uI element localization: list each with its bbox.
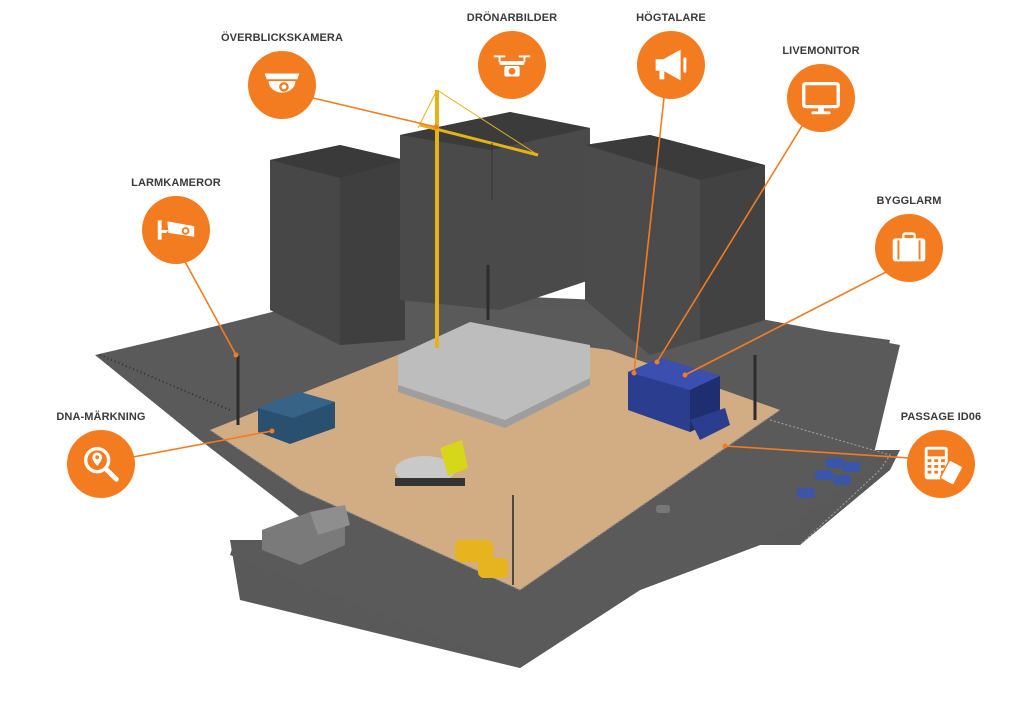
dome-camera-icon (264, 73, 300, 93)
callout-circle-larmkameror (142, 196, 210, 264)
callout-circle-bygglarm (875, 214, 943, 282)
callout-livemonitor: LIVEMONITOR (746, 45, 896, 132)
line-dna-markning (132, 430, 273, 458)
callout-hogtalare: HÖGTALARE (596, 12, 746, 99)
callout-label-passage-id06: PASSAGE ID06 (900, 411, 982, 423)
tower-crane (417, 89, 539, 348)
callout-bygglarm: BYGGLARM (834, 195, 984, 282)
keypad-card-icon (924, 446, 964, 486)
building-middle (400, 112, 590, 310)
callout-larmkameror: LARMKAMEROR (101, 177, 251, 264)
light-masts (236, 265, 757, 585)
callout-passage-id06: PASSAGE ID06 (866, 411, 1016, 498)
line-hogtalare (633, 97, 665, 374)
site-office-containers (628, 358, 730, 440)
callout-circle-livemonitor (787, 64, 855, 132)
line-bygglarm (684, 269, 891, 376)
connector-dots (233, 124, 728, 449)
callout-circle-overblickskamera (248, 51, 316, 119)
site-fence (209, 409, 781, 591)
callout-label-dronarbilder: DRÖNARBILDER (466, 12, 558, 24)
megaphone-icon (655, 49, 687, 81)
suitcase-alarm-icon (892, 232, 926, 262)
monitor-icon (802, 81, 840, 115)
callout-circle-dna-markning (67, 430, 135, 498)
callout-dna-markning: DNA-MÄRKNING (26, 411, 176, 498)
building-left (270, 145, 405, 345)
tanker-truck (395, 440, 468, 486)
magnifier-marker-icon (83, 446, 119, 482)
callout-label-livemonitor: LIVEMONITOR (782, 45, 860, 57)
waste-containers (258, 392, 335, 444)
drone-icon (493, 55, 531, 77)
callout-label-larmkameror: LARMKAMEROR (131, 177, 221, 189)
callout-label-hogtalare: HÖGTALARE (636, 12, 706, 24)
parked-cars (656, 458, 860, 513)
line-overblickskamera (312, 97, 437, 128)
connector-lines (132, 97, 911, 459)
line-larmkameror (182, 257, 237, 356)
building-right (585, 135, 765, 355)
callout-label-bygglarm: BYGGLARM (876, 195, 942, 207)
generators (455, 540, 508, 578)
line-livemonitor (656, 125, 803, 363)
concrete-structure (398, 322, 590, 428)
callout-circle-hogtalare (637, 31, 705, 99)
parking-fence (769, 419, 891, 546)
callout-overblickskamera: ÖVERBLICKSKAMERA (207, 32, 357, 119)
callout-dronarbilder: DRÖNARBILDER (437, 12, 587, 99)
callout-circle-passage-id06 (907, 430, 975, 498)
security-camera-icon (157, 220, 195, 240)
gray-truck (262, 505, 350, 565)
callout-circle-dronarbilder (478, 31, 546, 99)
callout-label-dna-markning: DNA-MÄRKNING (56, 411, 146, 423)
callout-label-overblickskamera: ÖVERBLICKSKAMERA (221, 32, 343, 44)
line-passage-id06 (724, 445, 911, 459)
